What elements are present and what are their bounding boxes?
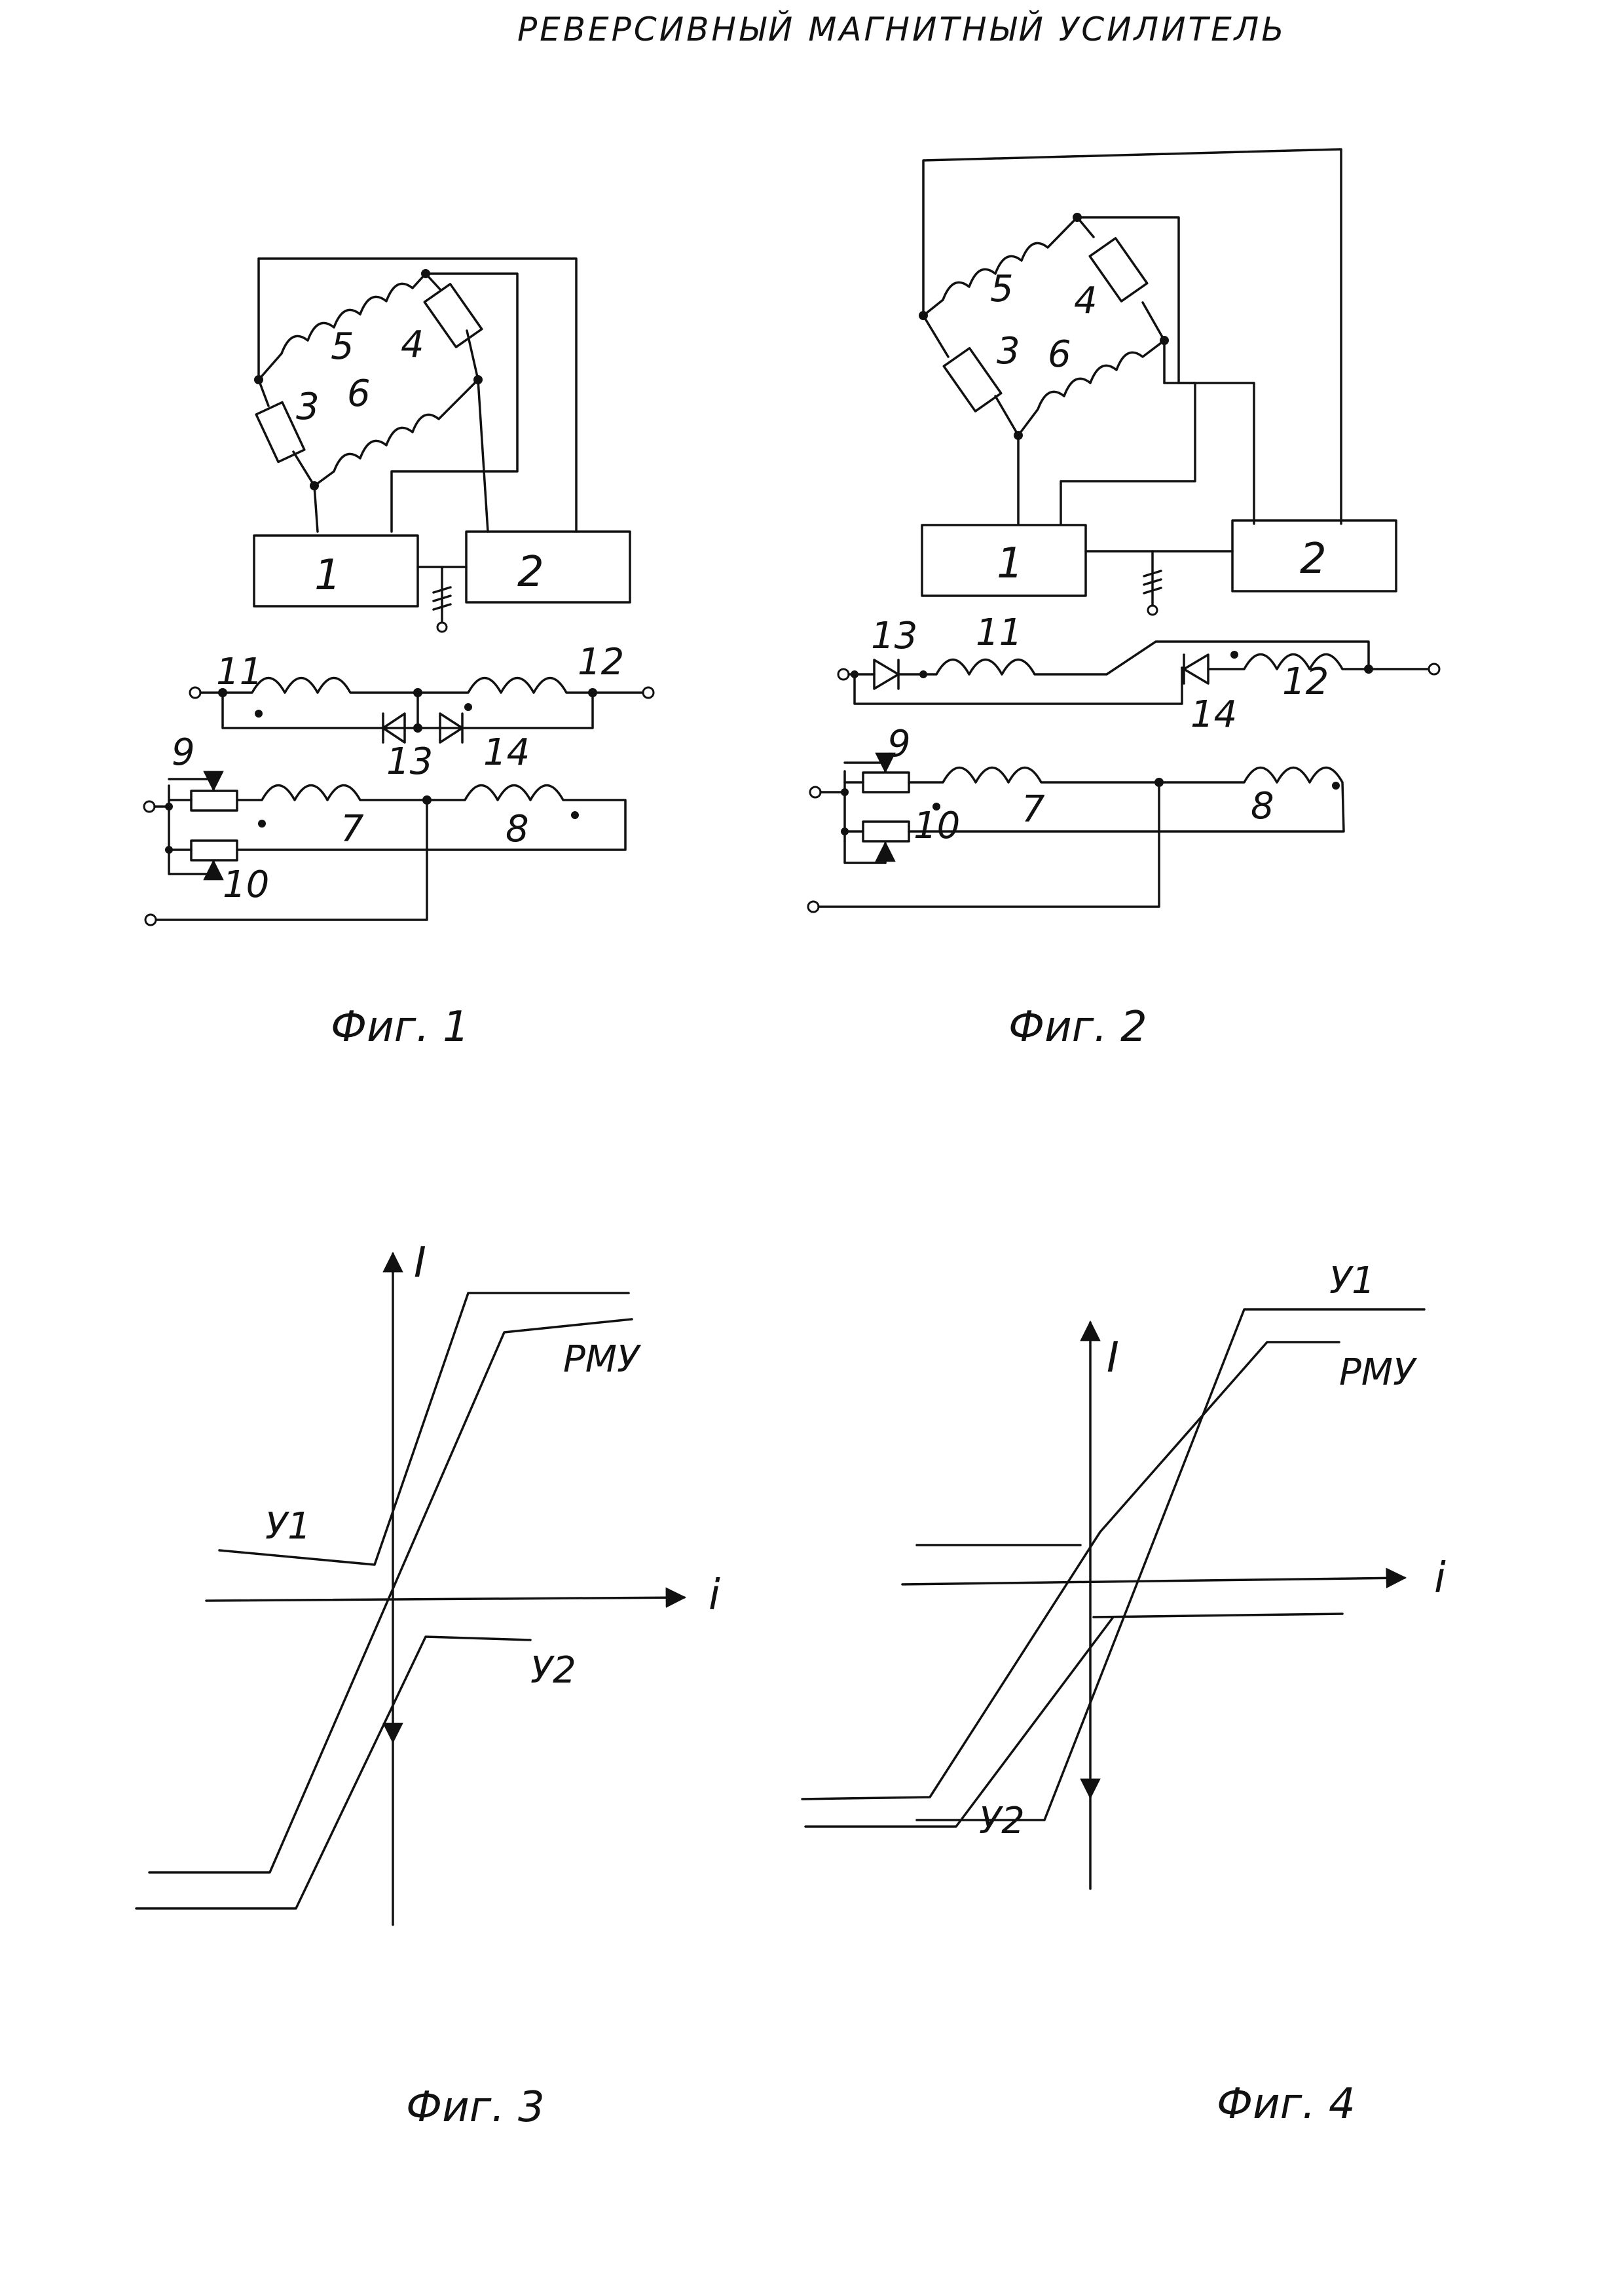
fig2-caption: Фиг. 2 xyxy=(1008,1003,1147,1051)
fig2-label-10: 10 xyxy=(913,805,960,847)
fig2-label-5: 5 xyxy=(990,268,1014,310)
fig2-label-7: 7 xyxy=(1022,788,1045,831)
fig2-label-3: 3 xyxy=(997,330,1020,373)
fig3-x-axis-label: i xyxy=(709,1571,720,1620)
resistor-3 xyxy=(255,401,306,464)
fig3-curve-u2 xyxy=(135,1635,532,1910)
fig2-label-13: 13 xyxy=(871,615,917,657)
fig3-plot: I i У1 РМУ У2 Фиг. 3 xyxy=(135,1239,720,2132)
fig1-label-11: 11 xyxy=(216,651,263,693)
fig4-curve-rmu xyxy=(801,1341,1340,1800)
fig4-plot: I i У1 РМУ У2 Фиг. 4 xyxy=(801,1260,1446,2128)
fig3-label-u2: У2 xyxy=(530,1649,576,1692)
diode-14 xyxy=(439,712,464,744)
resistor-4 xyxy=(423,283,483,348)
fig2-label-4: 4 xyxy=(1074,280,1098,322)
fig4-x-axis-label: i xyxy=(1434,1554,1446,1603)
fig4-label-rmu: РМУ xyxy=(1339,1351,1418,1394)
fig4-caption: Фиг. 4 xyxy=(1217,2080,1356,2128)
fig1-label-12: 12 xyxy=(578,641,624,683)
resistor-3-fig2 xyxy=(942,347,1003,412)
fig1-label-9: 9 xyxy=(172,731,195,774)
fig2-label-11: 11 xyxy=(976,611,1022,654)
fig1-label-4: 4 xyxy=(401,323,424,366)
fig1-label-5: 5 xyxy=(331,325,354,368)
fig2-label-block-1: 1 xyxy=(997,539,1024,588)
fig1-label-7: 7 xyxy=(341,808,364,850)
fig1-label-14: 14 xyxy=(483,731,530,774)
fig2-label-6: 6 xyxy=(1048,333,1071,376)
fig2-label-block-2: 2 xyxy=(1300,535,1327,583)
fig1-label-8: 8 xyxy=(506,808,529,850)
fig3-x-axis xyxy=(205,1587,687,1608)
fig4-curve-u2 xyxy=(804,1616,1115,1828)
diode-13 xyxy=(382,712,406,744)
fig3-label-rmu: РМУ xyxy=(563,1338,642,1381)
fig4-label-u2: У2 xyxy=(979,1800,1025,1842)
sheet-title: РЕВЕРСИВНЫЙ МАГНИТНЫЙ УСИЛИТЕЛЬ xyxy=(517,10,1287,48)
resistor-4-fig2 xyxy=(1088,237,1149,302)
fig2-label-14: 14 xyxy=(1190,693,1237,736)
fig3-y-axis-label: I xyxy=(414,1239,426,1287)
figure-1: 1 2 3 4 5 6 7 8 9 10 11 12 13 14 Фиг. 1 xyxy=(143,257,655,1051)
fig3-label-u1: У1 xyxy=(265,1505,311,1548)
figure-2: 1 2 3 4 5 6 7 8 9 10 11 12 13 14 Фиг. 2 xyxy=(807,148,1441,1051)
fig4-label-u1: У1 xyxy=(1329,1260,1375,1302)
fig3-curve-rmu xyxy=(148,1318,633,1874)
fig2-label-8: 8 xyxy=(1251,785,1274,828)
fig3-background xyxy=(164,1211,688,1669)
fig1-label-3: 3 xyxy=(296,386,320,428)
fig4-y-axis-label: I xyxy=(1107,1334,1119,1382)
block-2-fig2 xyxy=(1231,519,1397,592)
fig1-label-13: 13 xyxy=(386,740,433,783)
fig1-caption: Фиг. 1 xyxy=(331,1003,470,1051)
fig1-label-block-2: 2 xyxy=(517,548,544,596)
fig3-caption: Фиг. 3 xyxy=(406,2083,545,2132)
block-1 xyxy=(253,534,419,608)
fig1-label-block-1: 1 xyxy=(314,551,341,600)
fig4-u2-high-branch xyxy=(1092,1613,1344,1618)
block-1-fig2 xyxy=(921,524,1087,597)
fig3-curve-u1 xyxy=(218,1292,630,1566)
fig4-x-axis xyxy=(901,1567,1407,1589)
fig4-curve-u1 xyxy=(915,1308,1426,1821)
fig1-label-10: 10 xyxy=(223,864,269,906)
fig2-label-9: 9 xyxy=(887,723,911,765)
fig2-label-12: 12 xyxy=(1282,661,1329,703)
fig1-label-6: 6 xyxy=(347,373,371,415)
